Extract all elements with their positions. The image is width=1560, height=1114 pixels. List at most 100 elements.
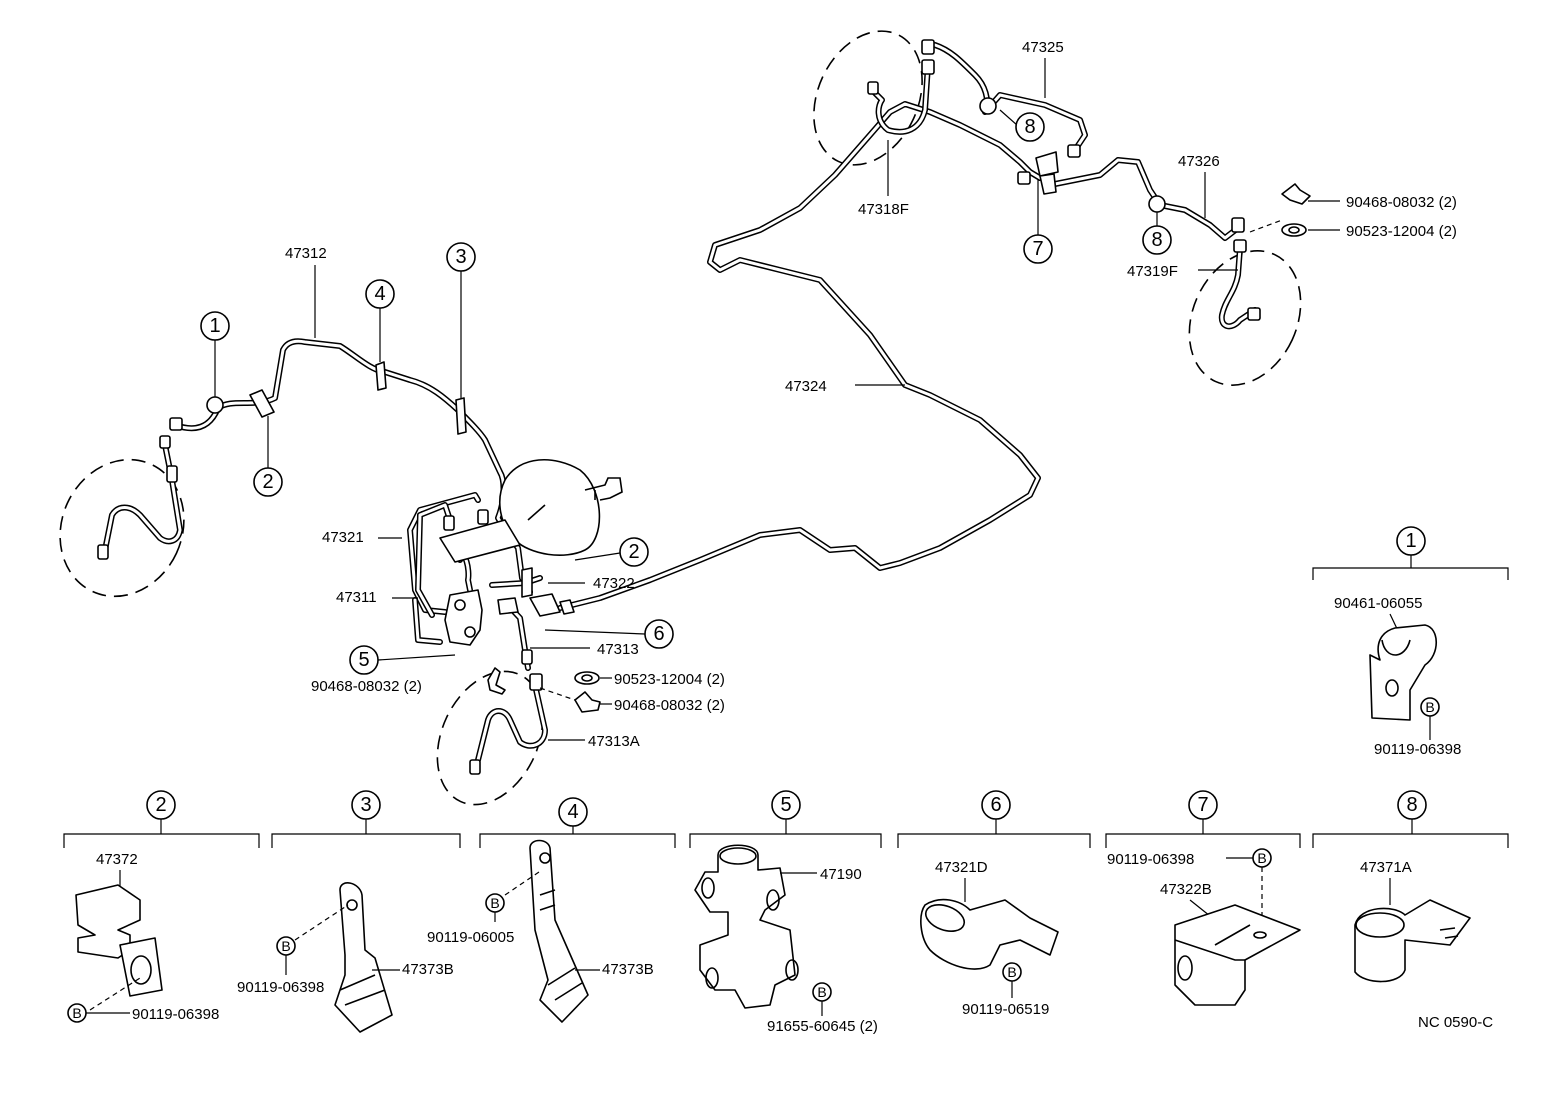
detail-5-bolt-icon: B bbox=[817, 984, 826, 1000]
detail-1: 1 90461-06055 B 90119-06398 bbox=[1312, 526, 1509, 758]
callout-3: 3 bbox=[446, 242, 476, 272]
callout-4: 4 bbox=[365, 279, 395, 309]
callouts: 1 2 4 3 2 6 5 8 7 8 bbox=[200, 112, 1172, 675]
svg-text:6: 6 bbox=[653, 623, 664, 645]
bracket-47321D-icon bbox=[920, 898, 1059, 970]
front-left-wheel-outline bbox=[59, 458, 185, 598]
detail-1-bolt-part: 90119-06398 bbox=[1374, 741, 1461, 758]
clamp-47371A-icon bbox=[1354, 899, 1471, 983]
front-right-wheel-outline bbox=[436, 670, 544, 806]
svg-text:2: 2 bbox=[262, 471, 273, 493]
detail-3-number: 3 bbox=[360, 794, 371, 816]
label-47325: 47325 bbox=[1022, 39, 1064, 56]
rear-junction bbox=[1035, 151, 1059, 195]
clip-icon-right bbox=[1281, 183, 1311, 205]
detail-6: 6 47321D B 90119-06519 bbox=[897, 790, 1091, 1018]
detail-4: 4 47373B B 90119-06005 bbox=[427, 797, 676, 1023]
clamp-90461-icon bbox=[1369, 624, 1438, 721]
detail-8: 8 47371A bbox=[1312, 790, 1509, 983]
detail-5-number: 5 bbox=[780, 794, 791, 816]
detail-3-bolt-icon: B bbox=[281, 938, 290, 954]
detail-7-bolt-part: 90119-06398 bbox=[1107, 851, 1194, 868]
bracket-47373B-icon bbox=[334, 882, 393, 1033]
detail-8-part: 47371A bbox=[1360, 859, 1412, 876]
drawing-code: NC 0590-C bbox=[1418, 1014, 1493, 1031]
detail-4-bolt-part: 90119-06005 bbox=[427, 929, 514, 946]
label-47313: 47313 bbox=[597, 641, 639, 658]
detail-4-part: 47373B bbox=[602, 961, 654, 978]
fittings bbox=[97, 39, 1261, 775]
detail-8-number: 8 bbox=[1406, 794, 1417, 816]
rear-right-wheel-outline bbox=[1188, 250, 1302, 386]
label-47318F: 47318F bbox=[858, 201, 909, 218]
detail-6-bolt-part: 90119-06519 bbox=[962, 1001, 1049, 1018]
label-47321: 47321 bbox=[322, 529, 364, 546]
detail-2-part: 47372 bbox=[96, 851, 138, 868]
svg-text:8: 8 bbox=[1024, 116, 1035, 138]
detail-7-bolt-icon: B bbox=[1257, 850, 1266, 866]
proportioning-valve-47190-icon bbox=[694, 844, 796, 1009]
detail-7: 7 90119-06398 B 47322B bbox=[1105, 790, 1301, 1006]
svg-text:2: 2 bbox=[628, 541, 639, 563]
svg-text:8: 8 bbox=[1151, 229, 1162, 251]
callout-5: 5 bbox=[349, 645, 379, 675]
callout-7: 7 bbox=[1023, 234, 1053, 264]
detail-6-part: 47321D bbox=[935, 859, 988, 876]
detail-4-bolt-icon: B bbox=[490, 895, 499, 911]
detail-3-bolt-part: 90119-06398 bbox=[237, 979, 324, 996]
label-washer-mid: 90523-12004 (2) bbox=[614, 671, 725, 688]
label-47319F: 47319F bbox=[1127, 263, 1178, 280]
callout-6: 6 bbox=[644, 619, 674, 649]
callout-2-right: 2 bbox=[619, 537, 649, 567]
proportioning-valve bbox=[444, 589, 519, 646]
svg-text:1: 1 bbox=[209, 315, 220, 337]
detail-5-bolt-part: 91655-60645 (2) bbox=[767, 1018, 878, 1035]
detail-5-part: 47190 bbox=[820, 866, 862, 883]
main-labels: 47312 47321 47311 47322 47313 47313A 473… bbox=[285, 39, 1457, 750]
clip-icon-left bbox=[487, 667, 506, 695]
junction-47322B-icon bbox=[1174, 904, 1301, 1006]
label-47324: 47324 bbox=[785, 378, 827, 395]
detail-6-number: 6 bbox=[990, 794, 1001, 816]
clamp-1-marker bbox=[206, 396, 224, 414]
callout-8-b: 8 bbox=[1142, 225, 1172, 255]
label-47322: 47322 bbox=[593, 575, 635, 592]
svg-text:7: 7 bbox=[1032, 238, 1043, 260]
label-clip-right: 90468-08032 (2) bbox=[1346, 194, 1457, 211]
brake-lines bbox=[102, 42, 1258, 763]
svg-text:5: 5 bbox=[358, 649, 369, 671]
detail-7-part: 47322B bbox=[1160, 881, 1212, 898]
detail-3-part: 47373B bbox=[402, 961, 454, 978]
clamp-8-marker-a bbox=[979, 97, 997, 115]
svg-text:3: 3 bbox=[455, 246, 466, 268]
label-washer-right: 90523-12004 (2) bbox=[1346, 223, 1457, 240]
callout-1: 1 bbox=[200, 311, 230, 341]
svg-text:4: 4 bbox=[374, 283, 385, 305]
clamp-8-marker-b bbox=[1148, 195, 1166, 213]
detail-7-number: 7 bbox=[1197, 794, 1208, 816]
wheel-outlines bbox=[59, 30, 1302, 806]
detail-1-part: 90461-06055 bbox=[1334, 595, 1422, 612]
detail-5: 5 47190 B 91655-60645 (2) bbox=[689, 790, 882, 1035]
label-47313A: 47313A bbox=[588, 733, 640, 750]
detail-1-bolt-icon: B bbox=[1425, 699, 1434, 715]
label-clip-mid: 90468-08032 (2) bbox=[614, 697, 725, 714]
detail-4-number: 4 bbox=[567, 801, 578, 823]
inline-clips bbox=[206, 97, 1166, 598]
detail-2-bolt-part: 90119-06398 bbox=[132, 1006, 219, 1023]
loose-clips bbox=[487, 183, 1311, 713]
callout-2-left: 2 bbox=[253, 467, 283, 497]
master-cylinder-booster bbox=[439, 459, 623, 563]
label-47312: 47312 bbox=[285, 245, 327, 262]
detail-1-number: 1 bbox=[1405, 530, 1416, 552]
callout-8-a: 8 bbox=[1015, 112, 1045, 142]
rear-left-wheel-outline bbox=[813, 30, 923, 166]
label-47311: 47311 bbox=[336, 589, 377, 606]
detail-3: 3 47373B B 90119-06398 bbox=[237, 790, 461, 1033]
detail-6-bolt-icon: B bbox=[1007, 964, 1016, 980]
label-47326: 47326 bbox=[1178, 153, 1220, 170]
clip-icon-mid bbox=[574, 691, 601, 713]
bracket-6-area bbox=[529, 593, 575, 617]
detail-2-bolt-icon: B bbox=[72, 1005, 81, 1021]
